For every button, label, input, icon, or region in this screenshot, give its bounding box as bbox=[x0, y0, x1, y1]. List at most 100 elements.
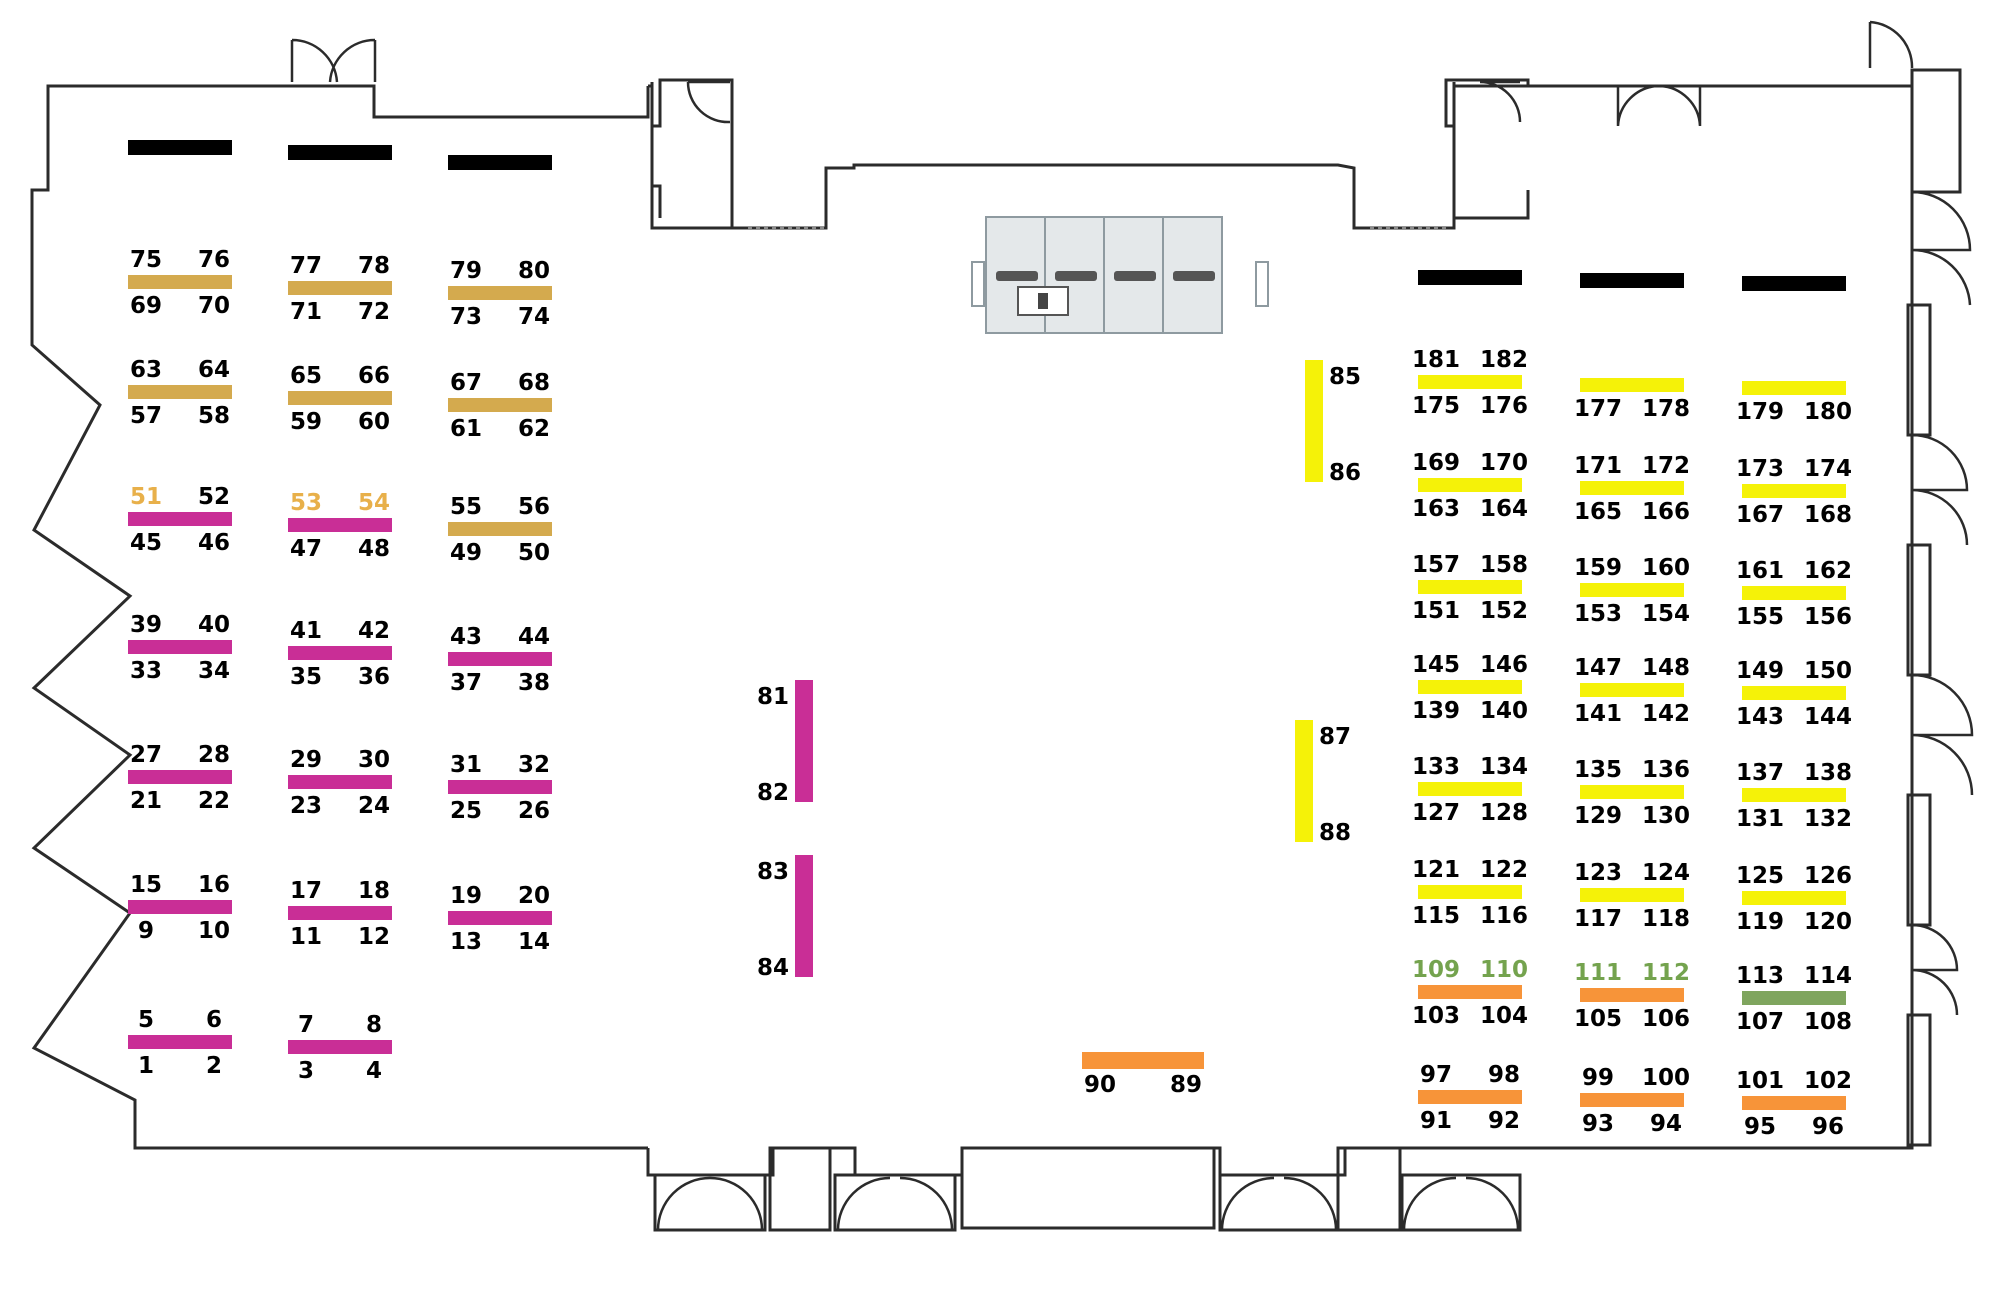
booth[interactable] bbox=[448, 652, 552, 666]
booth-number-label: 155 bbox=[1736, 604, 1784, 630]
booth[interactable] bbox=[1418, 580, 1522, 594]
booth-number-label: 65 bbox=[290, 363, 322, 389]
booth-number-label: 122 bbox=[1480, 857, 1528, 883]
booth-number-label: 127 bbox=[1412, 800, 1460, 826]
table-block[interactable] bbox=[448, 155, 552, 170]
bottom-door-frame-right-2 bbox=[1400, 1173, 1522, 1232]
booth[interactable] bbox=[1742, 788, 1846, 802]
booth[interactable] bbox=[1418, 985, 1522, 999]
booth[interactable] bbox=[1742, 686, 1846, 700]
booth[interactable] bbox=[448, 780, 552, 794]
booth-number-label: 124 bbox=[1642, 860, 1690, 886]
booth-number-label: 23 bbox=[290, 793, 322, 819]
booth-number-label: 168 bbox=[1804, 502, 1852, 528]
right-column-4 bbox=[1906, 1013, 1932, 1147]
booth-vertical[interactable] bbox=[1295, 720, 1313, 842]
booth[interactable] bbox=[1580, 378, 1684, 392]
booth-number-label: 123 bbox=[1574, 860, 1622, 886]
booth-number-label: 105 bbox=[1574, 1006, 1622, 1032]
booth-number-label: 33 bbox=[130, 658, 162, 684]
booth-number-label: 27 bbox=[130, 742, 162, 768]
booth[interactable] bbox=[128, 275, 232, 289]
booth-number-label: 53 bbox=[290, 490, 322, 516]
booth-number-label: 125 bbox=[1736, 863, 1784, 889]
booth-number-label: 143 bbox=[1736, 704, 1784, 730]
booth[interactable] bbox=[1742, 891, 1846, 905]
stage-screen bbox=[1173, 271, 1215, 281]
booth-number-label: 119 bbox=[1736, 909, 1784, 935]
booth-number-label: 115 bbox=[1412, 903, 1460, 929]
booth[interactable] bbox=[128, 512, 232, 526]
booth-number-label: 5 bbox=[138, 1007, 154, 1033]
booth[interactable] bbox=[1742, 381, 1846, 395]
table-block[interactable] bbox=[128, 140, 232, 155]
table-block[interactable] bbox=[1418, 270, 1522, 285]
booth[interactable] bbox=[288, 281, 392, 295]
table-block[interactable] bbox=[1742, 276, 1846, 291]
booth-number-label: 52 bbox=[198, 484, 230, 510]
booth[interactable] bbox=[1742, 586, 1846, 600]
booth-number-label: 57 bbox=[130, 403, 162, 429]
booth[interactable] bbox=[288, 906, 392, 920]
booth[interactable] bbox=[448, 911, 552, 925]
booth-vertical[interactable] bbox=[795, 855, 813, 977]
booth-number-label: 118 bbox=[1642, 906, 1690, 932]
booth-horizontal[interactable] bbox=[1082, 1052, 1204, 1069]
booth-number-label: 22 bbox=[198, 788, 230, 814]
booth[interactable] bbox=[128, 385, 232, 399]
booth-number-label: 148 bbox=[1642, 655, 1690, 681]
table-block[interactable] bbox=[288, 145, 392, 160]
booth[interactable] bbox=[1580, 1093, 1684, 1107]
booth[interactable] bbox=[1418, 1090, 1522, 1104]
booth-number-label: 90 bbox=[1084, 1072, 1116, 1098]
booth-number-label: 14 bbox=[518, 929, 550, 955]
booth[interactable] bbox=[448, 398, 552, 412]
booth[interactable] bbox=[128, 1035, 232, 1049]
booth[interactable] bbox=[1580, 481, 1684, 495]
presentation-stage-icon bbox=[971, 216, 1269, 334]
booth-number-label: 102 bbox=[1804, 1068, 1852, 1094]
booth-number-label: 84 bbox=[757, 955, 789, 981]
booth[interactable] bbox=[288, 518, 392, 532]
booth[interactable] bbox=[128, 770, 232, 784]
booth[interactable] bbox=[1580, 683, 1684, 697]
booth[interactable] bbox=[288, 646, 392, 660]
booth[interactable] bbox=[448, 286, 552, 300]
booth-number-label: 45 bbox=[130, 530, 162, 556]
booth-number-label: 48 bbox=[358, 536, 390, 562]
booth[interactable] bbox=[288, 391, 392, 405]
booth-number-label: 39 bbox=[130, 612, 162, 638]
booth[interactable] bbox=[1580, 888, 1684, 902]
booth[interactable] bbox=[128, 900, 232, 914]
booth-number-label: 78 bbox=[358, 253, 390, 279]
booth-number-label: 10 bbox=[198, 918, 230, 944]
booth[interactable] bbox=[1580, 583, 1684, 597]
booth[interactable] bbox=[288, 775, 392, 789]
booth[interactable] bbox=[1418, 680, 1522, 694]
booth[interactable] bbox=[448, 522, 552, 536]
booth-number-label: 94 bbox=[1650, 1111, 1682, 1137]
table-block[interactable] bbox=[1580, 273, 1684, 288]
booth-vertical[interactable] bbox=[795, 680, 813, 802]
booth[interactable] bbox=[1418, 782, 1522, 796]
booth-vertical[interactable] bbox=[1305, 360, 1323, 482]
booth[interactable] bbox=[1580, 785, 1684, 799]
booth[interactable] bbox=[1418, 478, 1522, 492]
booth-number-label: 163 bbox=[1412, 496, 1460, 522]
stage-step-left bbox=[971, 261, 985, 307]
booth[interactable] bbox=[1418, 885, 1522, 899]
booth[interactable] bbox=[1580, 988, 1684, 1002]
booth[interactable] bbox=[1418, 375, 1522, 389]
booth-number-label: 9 bbox=[138, 918, 154, 944]
booth[interactable] bbox=[1742, 991, 1846, 1005]
door-corner bbox=[1868, 20, 1914, 69]
booth-number-label: 130 bbox=[1642, 803, 1690, 829]
booth-number-label: 13 bbox=[450, 929, 482, 955]
booth[interactable] bbox=[288, 1040, 392, 1054]
booth-number-label: 177 bbox=[1574, 396, 1622, 422]
booth-number-label: 180 bbox=[1804, 399, 1852, 425]
booth[interactable] bbox=[1742, 1096, 1846, 1110]
booth[interactable] bbox=[1742, 484, 1846, 498]
booth[interactable] bbox=[128, 640, 232, 654]
